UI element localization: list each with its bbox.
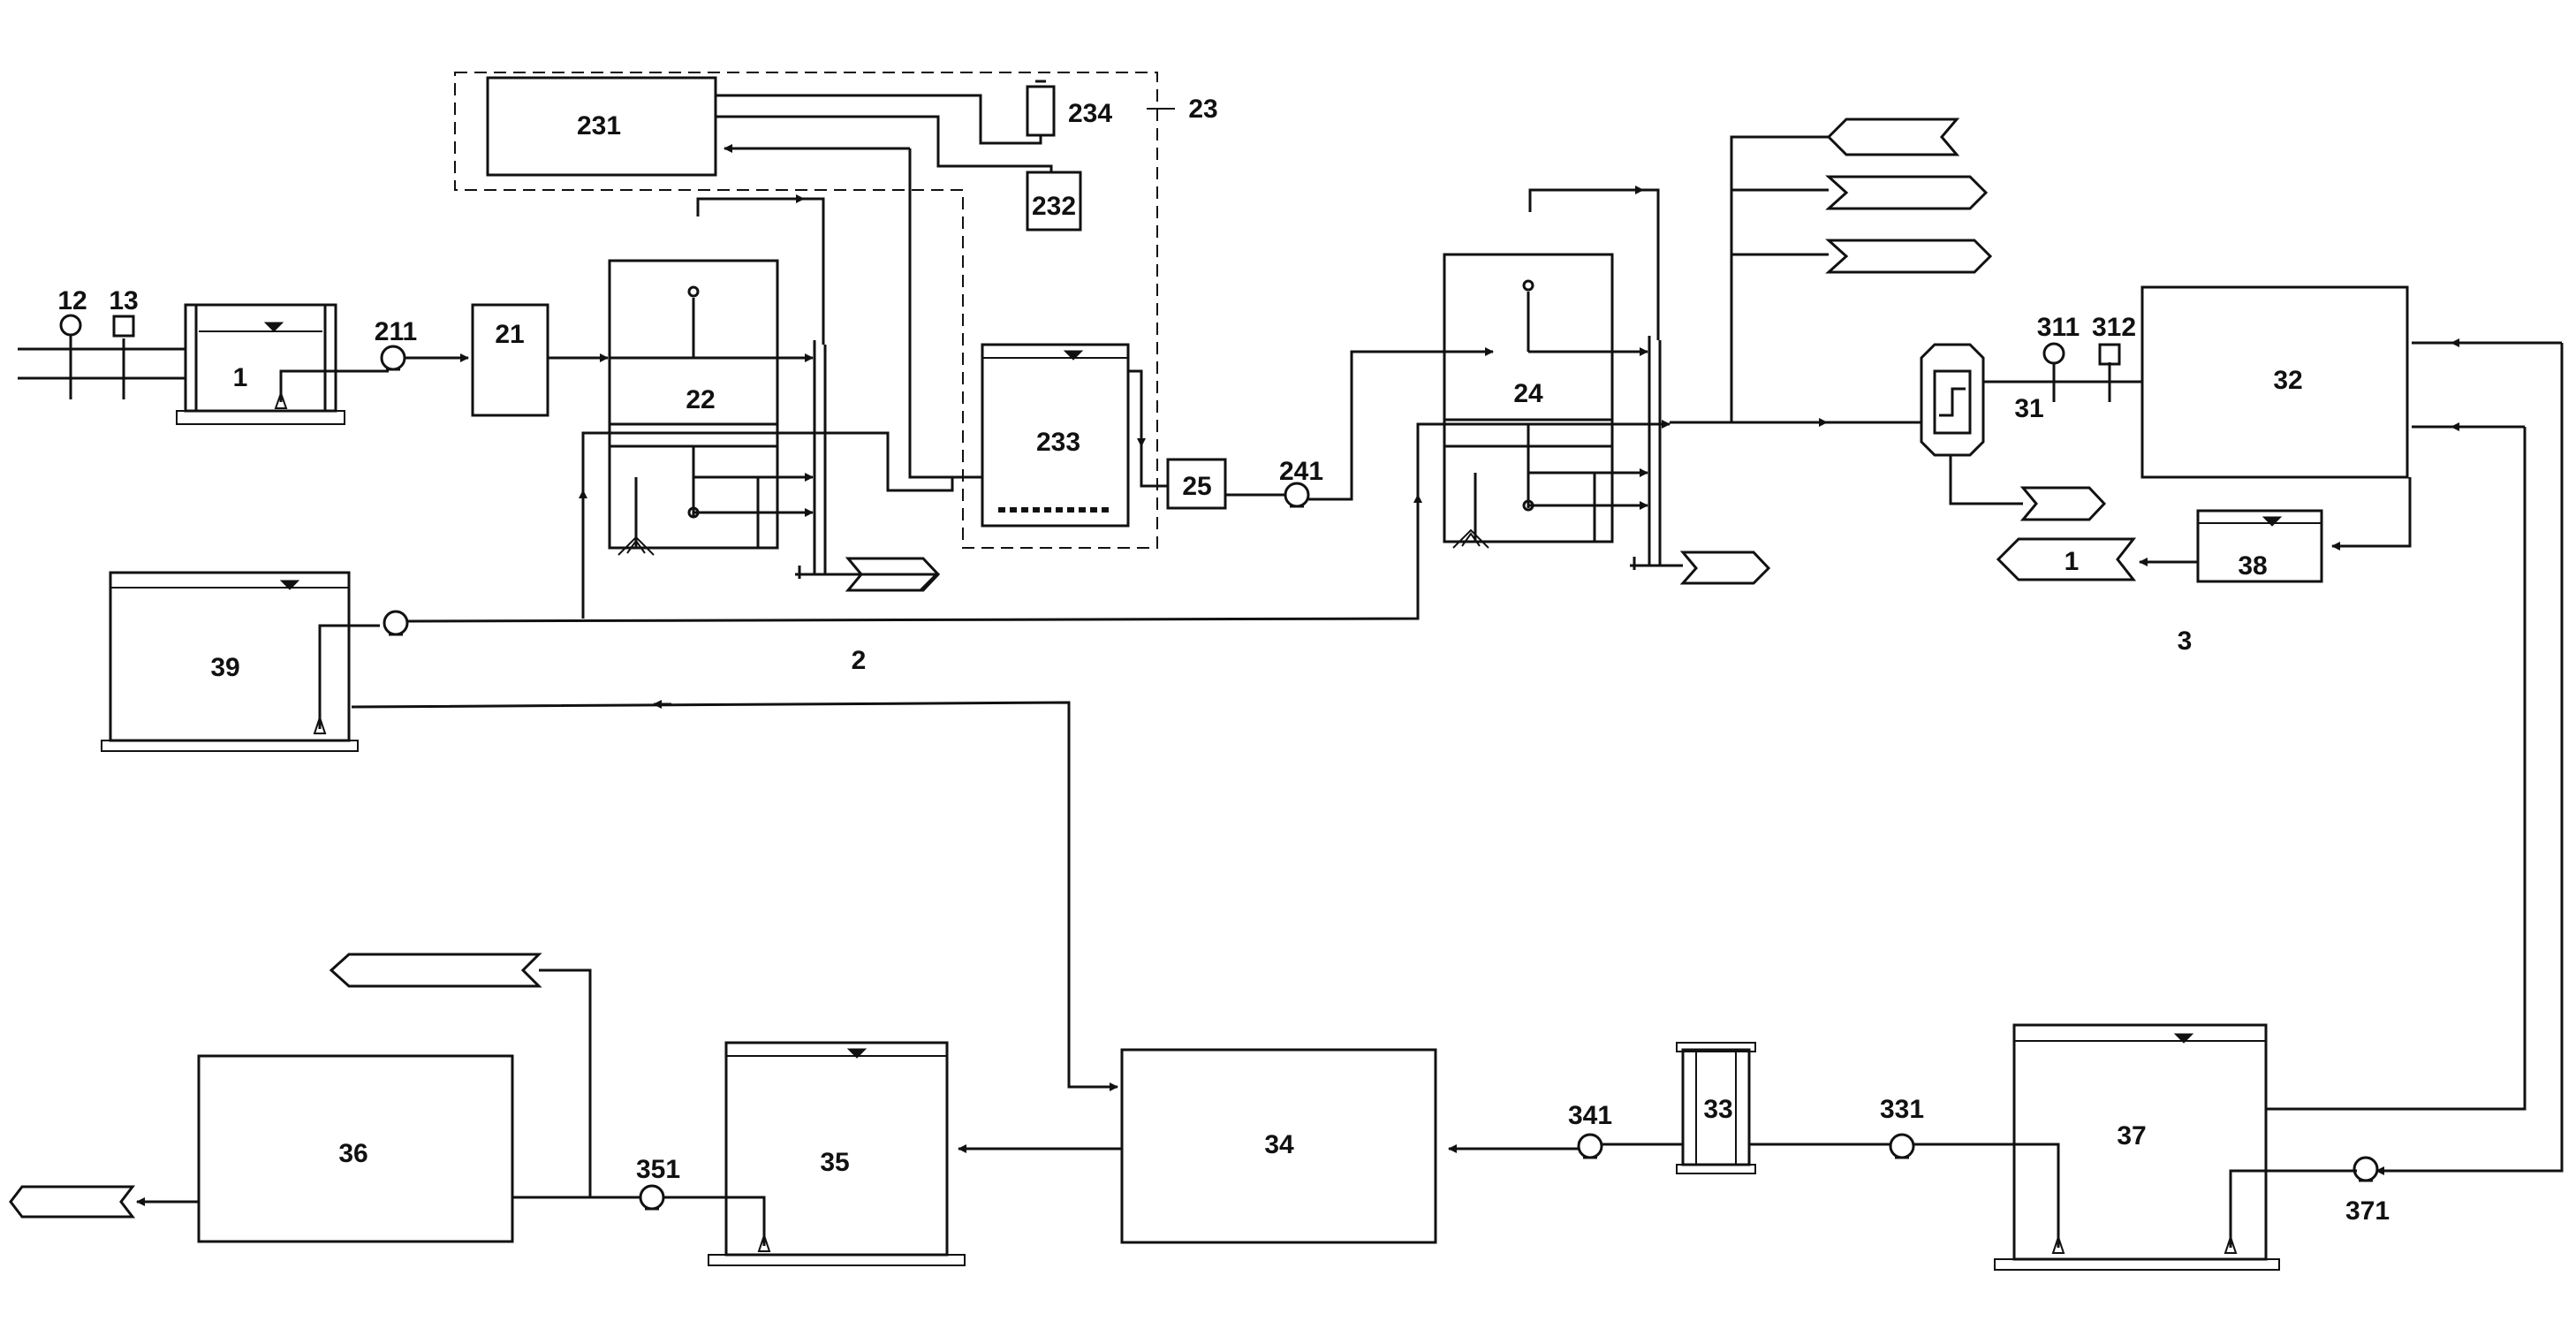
label-312: 312	[2092, 313, 2136, 342]
gauge-12	[59, 314, 82, 337]
vent-22-line	[804, 197, 825, 345]
inlet-pipes	[18, 336, 186, 399]
outlet-tag-1	[1826, 118, 1960, 156]
label-3: 3	[2178, 627, 2193, 656]
vent-24-line	[1643, 188, 1660, 340]
label-12: 12	[57, 286, 87, 315]
label-34: 34	[1264, 1130, 1294, 1159]
label-234: 234	[1068, 99, 1112, 128]
outlet-tag-38	[1996, 537, 2137, 581]
unit-21	[471, 303, 549, 417]
reagent-to-22-riser	[581, 431, 610, 490]
unit-32	[2140, 285, 2409, 479]
label-36: 36	[338, 1139, 367, 1168]
column-33	[1676, 1042, 1756, 1174]
pipe-231-to-232	[716, 115, 1053, 172]
discharge-22-arrow	[844, 573, 940, 592]
label-31: 31	[2014, 394, 2043, 423]
label-21: 21	[495, 320, 524, 349]
outlet-tag-31	[2019, 486, 2107, 521]
unit-36	[197, 1054, 514, 1243]
pump-341	[1577, 1133, 1603, 1159]
outlet-tag-2	[1825, 175, 1989, 210]
label-13: 13	[109, 286, 138, 315]
tank-37	[1913, 1023, 2357, 1271]
pipe-39-to-34	[351, 701, 1109, 1089]
label-231: 231	[577, 111, 621, 140]
label-331: 331	[1880, 1095, 1924, 1124]
tank-233	[981, 343, 1130, 528]
gauge-311	[2042, 342, 2065, 365]
filter-31	[1920, 343, 2023, 505]
boundary-23	[454, 72, 1158, 549]
label-233: 233	[1036, 428, 1080, 457]
unit-232	[1026, 171, 1082, 232]
label-311: 311	[2037, 313, 2080, 342]
pump-39	[383, 610, 409, 636]
label-23: 23	[1188, 95, 1217, 124]
pipe-233-out	[1128, 369, 1146, 447]
riser-outer	[2376, 343, 2564, 1173]
reagent-to-24-riser	[1416, 422, 1449, 495]
riser-inner	[2266, 427, 2527, 1111]
pipe-to-233	[908, 148, 982, 479]
pipe-36-vent	[539, 968, 592, 1197]
outlet-tag-vent	[329, 953, 542, 988]
label-37: 37	[2117, 1121, 2146, 1151]
label-241: 241	[1279, 457, 1323, 486]
pipe-241-to-24	[1308, 347, 1494, 501]
tank-35	[663, 1041, 966, 1266]
pipe-231-to-234	[716, 94, 1042, 145]
pump-371	[2352, 1156, 2379, 1182]
pipe-233-to-25	[1140, 446, 1168, 488]
tank-1	[176, 303, 389, 425]
label-22: 22	[686, 385, 715, 414]
reactor-22	[608, 259, 779, 556]
column-22	[795, 340, 844, 579]
label-351: 351	[636, 1155, 680, 1184]
label-38: 38	[2238, 551, 2267, 581]
vent-24	[1528, 186, 1644, 212]
recycle-22	[610, 431, 954, 492]
tank-39	[101, 571, 380, 752]
label-24: 24	[1513, 379, 1543, 408]
label-341: 341	[1568, 1101, 1612, 1130]
pump-331	[1889, 1133, 1915, 1159]
vent-22	[696, 194, 805, 216]
unit-34	[1120, 1048, 1437, 1244]
label-39: 39	[210, 653, 239, 682]
pipe-32-to-38	[2331, 477, 2412, 551]
unit-231	[486, 76, 717, 177]
label-33: 33	[1703, 1095, 1732, 1124]
label-232: 232	[1032, 192, 1076, 221]
reagent-header	[406, 499, 1420, 623]
label-1: 1	[233, 363, 248, 392]
column-24	[1630, 336, 1683, 570]
branch-riser	[1730, 135, 1829, 422]
label-outlet-1: 1	[2065, 547, 2080, 576]
sensor-13	[112, 315, 135, 338]
label-211: 211	[375, 317, 417, 346]
sensor-312	[2098, 343, 2121, 366]
pump-351	[639, 1184, 665, 1211]
label-2: 2	[852, 646, 867, 675]
outlet-tag-3	[1825, 239, 1993, 274]
discharge-22-shape	[845, 557, 941, 592]
unit-25	[1166, 458, 1227, 510]
unit-234	[1026, 80, 1056, 137]
label-35: 35	[820, 1148, 849, 1177]
discharge-24-shape	[1679, 551, 1771, 585]
pump-211	[380, 345, 406, 371]
label-25: 25	[1182, 472, 1211, 501]
outlet-tag-36	[9, 1185, 136, 1219]
pump-241	[1284, 482, 1310, 508]
label-371: 371	[2345, 1196, 2390, 1226]
label-32: 32	[2273, 366, 2302, 395]
tank-38	[2196, 509, 2323, 583]
